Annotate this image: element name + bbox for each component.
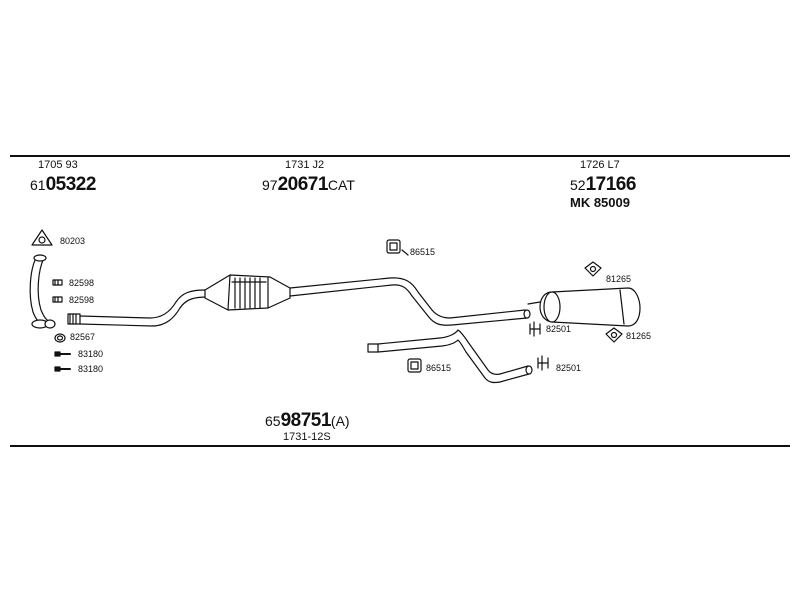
catalyst-outlet-pipe-icon bbox=[289, 277, 531, 326]
gasket-81265-icons bbox=[584, 261, 623, 343]
center-part-suffix: CAT bbox=[327, 177, 355, 193]
bottom-part-number: 6598751(A) bbox=[265, 411, 350, 430]
mount-86515-icons bbox=[386, 239, 422, 373]
center-ref-code: 1731 J2 bbox=[285, 159, 325, 171]
label-82598-b: 82598 bbox=[69, 295, 95, 305]
top-divider-line bbox=[10, 155, 790, 157]
rear-silencer-icon bbox=[527, 287, 641, 327]
right-mk-number: MK 85009 bbox=[570, 195, 630, 210]
label-83180-b: 83180 bbox=[78, 364, 104, 374]
label-82501-bottom: 82501 bbox=[556, 363, 582, 373]
bottom-part-suffix: (A) bbox=[330, 413, 350, 429]
bottom-part-main: 98751 bbox=[280, 410, 332, 431]
label-86515-top: 86515 bbox=[410, 247, 436, 257]
right-ref-code: 1726 L7 bbox=[580, 159, 620, 171]
clamp-82501-icons bbox=[529, 321, 549, 371]
clamp-82598-icons bbox=[52, 279, 63, 303]
center-part-prefix: 97 bbox=[262, 177, 278, 193]
front-pipe-icon bbox=[29, 254, 56, 329]
label-81265-right: 81265 bbox=[626, 331, 652, 341]
center-part-main: 20671 bbox=[277, 174, 329, 195]
bolt-83180-icons bbox=[54, 351, 71, 372]
right-part-prefix: 52 bbox=[570, 177, 586, 193]
right-part-main: 17166 bbox=[585, 174, 637, 195]
label-81265-top: 81265 bbox=[606, 274, 632, 284]
label-82501-top: 82501 bbox=[546, 324, 572, 334]
bottom-ref-code: 1731-12S bbox=[283, 431, 331, 443]
label-83180-a: 83180 bbox=[78, 349, 104, 359]
label-82567: 82567 bbox=[70, 332, 96, 342]
middle-pipe-front-icon bbox=[67, 289, 209, 327]
label-80203: 80203 bbox=[60, 236, 86, 246]
left-part-number: 6105322 bbox=[30, 175, 96, 194]
label-82598-a: 82598 bbox=[69, 278, 95, 288]
catalytic-converter-icon bbox=[204, 274, 291, 311]
rear-pipe-lower-icon bbox=[367, 329, 533, 384]
bottom-divider-line bbox=[10, 445, 790, 447]
center-part-number: 9720671CAT bbox=[262, 175, 355, 194]
left-part-main: 05322 bbox=[45, 174, 97, 195]
ring-82567-icon bbox=[54, 333, 66, 343]
left-part-prefix: 61 bbox=[30, 177, 46, 193]
left-ref-code: 1705 93 bbox=[38, 159, 78, 171]
right-part-number: 5217166 bbox=[570, 175, 636, 194]
label-86515-bottom: 86515 bbox=[426, 363, 452, 373]
bottom-part-prefix: 65 bbox=[265, 413, 281, 429]
gasket-80203-icon bbox=[31, 229, 53, 246]
